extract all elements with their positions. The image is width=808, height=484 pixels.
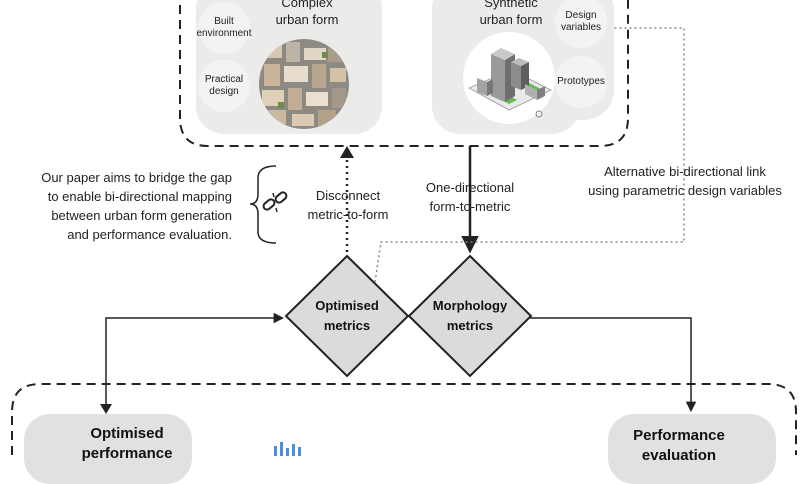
brace <box>249 165 277 244</box>
practical-design-circle: Practical design <box>198 60 250 112</box>
aerial-city-photo <box>259 39 349 129</box>
alternative-link-label: Alternative bi-directional link using pa… <box>588 164 782 198</box>
complex-urban-form-title: Complex urban form <box>275 0 339 27</box>
bar-chart-icon <box>274 442 301 456</box>
one-directional-label: One-directional form-to-metric <box>425 180 515 214</box>
alternative-link-line <box>374 22 685 283</box>
morphology-metrics-label: Morphology metrics <box>432 298 508 333</box>
broken-link-icon <box>262 191 288 213</box>
morphology-metrics-diamond <box>407 254 533 378</box>
optimised-performance-title: Optimised performance <box>81 425 173 462</box>
paper-note: Our paper aims to bridge the gap to enab… <box>41 170 232 242</box>
bottom-dashed-frame <box>11 383 797 455</box>
optimised-metrics-label: Optimised metrics <box>315 298 379 333</box>
disconnect-label: Disconnect metric-to-form <box>307 188 389 222</box>
diagram-canvas <box>11 0 797 455</box>
left-connector <box>105 312 285 412</box>
built-environment-circle: Built environment <box>196 2 252 54</box>
right-connector <box>530 317 697 413</box>
design-variables-circle: Design variables <box>555 0 607 48</box>
synthetic-urban-form-title: Synthetic urban form <box>479 0 543 27</box>
optimised-metrics-diamond <box>284 254 410 378</box>
top-dashed-frame <box>179 0 629 147</box>
performance-evaluation-title: Performance evaluation <box>633 427 725 464</box>
3d-block-prototype <box>463 32 555 124</box>
prototypes-circle: Prototypes <box>555 56 607 108</box>
